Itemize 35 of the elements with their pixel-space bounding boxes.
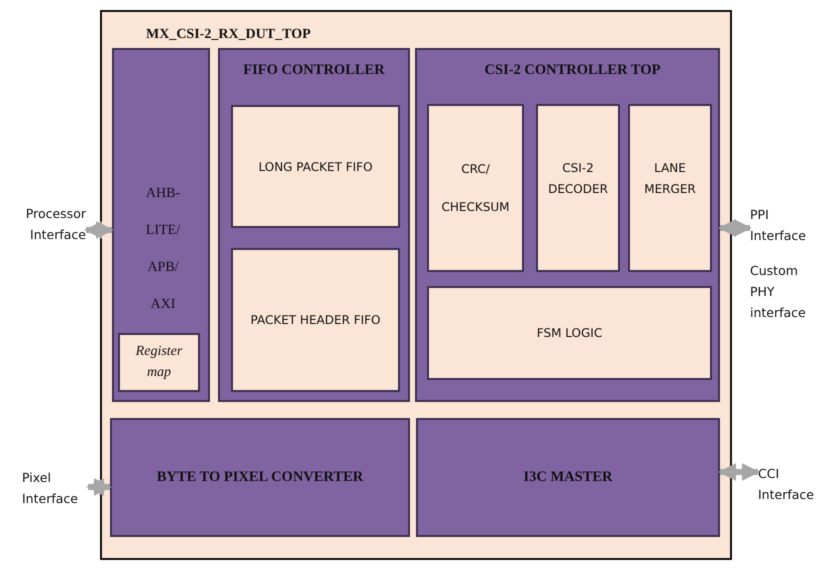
bus-label: AHB-LITE/ APB/ AXI <box>144 185 182 314</box>
interface-label: Processor Interface <box>24 205 86 244</box>
block-label: CRC/ CHECKSUM <box>440 161 510 216</box>
module-box <box>110 418 410 537</box>
block-box <box>536 104 620 272</box>
block-title: FIFO CONTROLLER <box>242 62 386 79</box>
module-box <box>112 48 210 402</box>
block-label: CSI-2 DECODER <box>548 160 608 198</box>
block-title: CSI-2 CONTROLLER TOP <box>484 62 662 79</box>
block-label: I3C MASTER <box>523 469 613 486</box>
double-arrow <box>718 463 760 481</box>
module-box <box>415 48 720 402</box>
block-box <box>628 104 712 272</box>
interface-label: Pixel Interface <box>22 469 79 508</box>
block-box <box>231 248 400 392</box>
block-title: MX_CSI-2_RX_DUT_TOP <box>146 27 311 43</box>
block-box <box>118 333 200 392</box>
double-arrow <box>718 219 752 237</box>
block-label: FSM LOGIC <box>536 326 602 340</box>
block-label: BYTE TO PIXEL CONVERTER <box>156 469 364 486</box>
block-box <box>427 286 712 380</box>
interface-label: CCI Interface <box>758 465 815 504</box>
block-label: Register map <box>134 343 184 382</box>
module-box <box>416 418 720 537</box>
block-box <box>427 104 524 272</box>
module-box <box>100 10 732 560</box>
double-arrow <box>86 478 112 496</box>
interface-label: PPI Interface <box>750 206 807 244</box>
block-label: LONG PACKET FIFO <box>258 160 373 174</box>
module-box <box>218 48 410 402</box>
double-arrow <box>84 221 114 239</box>
block-box <box>231 105 400 228</box>
block-label: LANE MERGER <box>643 160 697 198</box>
block-label: PACKET HEADER FIFO <box>250 313 381 327</box>
interface-label: Custom PHY interface <box>750 262 807 322</box>
